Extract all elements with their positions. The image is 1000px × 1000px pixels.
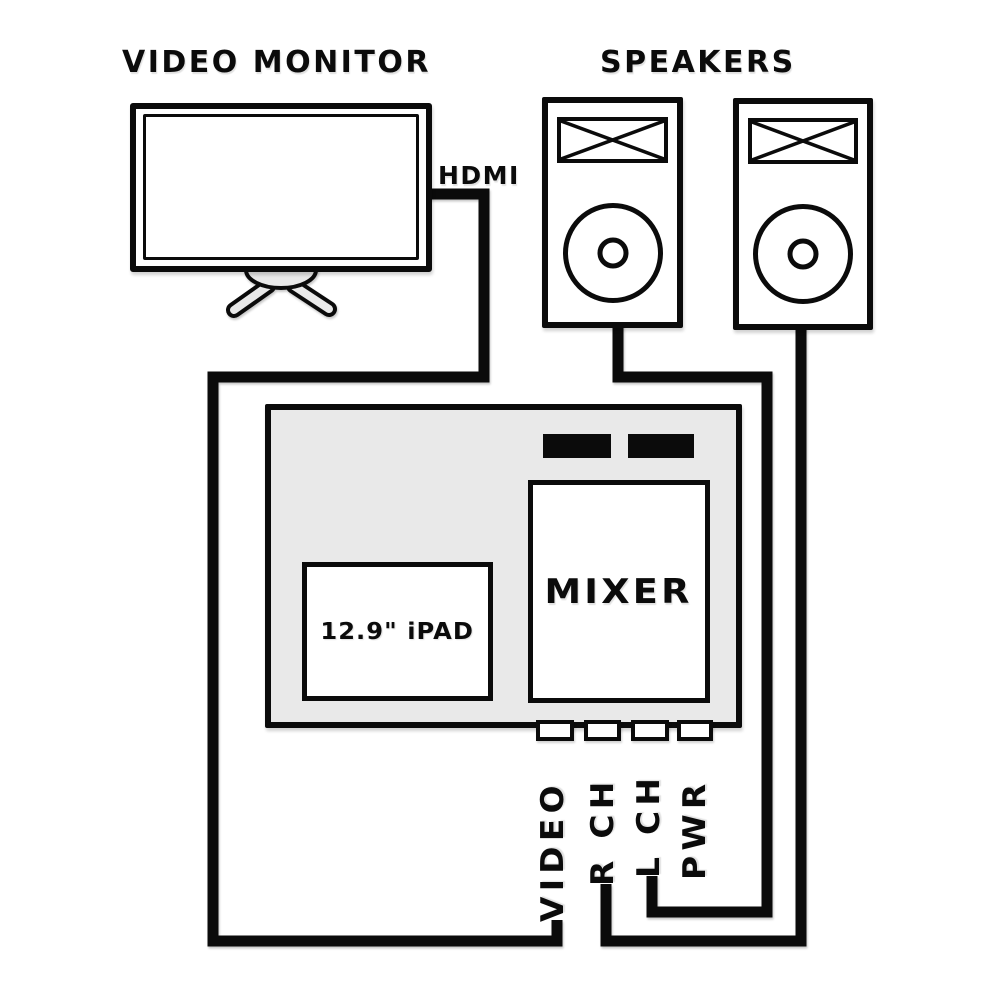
mixer-box: MIXER: [528, 480, 710, 703]
port-label-pwr: PWR: [677, 778, 713, 880]
tweeter-left: [557, 117, 668, 163]
woofer-cap-left: [597, 237, 628, 269]
vent-slot-right: [628, 434, 694, 458]
right-channel-cable: [600, 324, 807, 947]
port-label-lch: L CH: [631, 772, 667, 878]
tweeter-right: [748, 118, 858, 164]
port-label-video: VIDEO: [535, 780, 571, 922]
video-monitor-drawing: [130, 103, 432, 272]
video-monitor-title: VIDEO MONITOR: [122, 45, 431, 80]
hdmi-cable-label: HDMI: [438, 161, 520, 190]
woofer-cap-right: [787, 238, 819, 270]
speakers-title: SPEAKERS: [600, 45, 796, 80]
monitor-screen: [143, 114, 419, 260]
hdmi-video-cable: [207, 188, 563, 947]
tweeter-x-icon: [561, 121, 664, 159]
port-connector-lch: [631, 720, 669, 741]
console-case: 12.9" iPAD MIXER: [265, 404, 742, 728]
woofer-right: [753, 204, 853, 304]
left-channel-cable: [612, 324, 773, 918]
speaker-left: [542, 97, 683, 328]
tweeter-x-icon: [752, 122, 854, 160]
ipad-label: 12.9" iPAD: [320, 618, 475, 645]
speaker-right: [733, 98, 873, 330]
mixer-label: MIXER: [544, 571, 694, 612]
port-connector-video: [536, 720, 574, 741]
port-label-rch: R CH: [585, 776, 621, 886]
port-connector-rch: [584, 720, 621, 741]
ipad-box: 12.9" iPAD: [302, 562, 493, 701]
woofer-left: [562, 203, 663, 303]
vent-slot-left: [543, 434, 611, 458]
port-connector-pwr: [677, 720, 713, 741]
